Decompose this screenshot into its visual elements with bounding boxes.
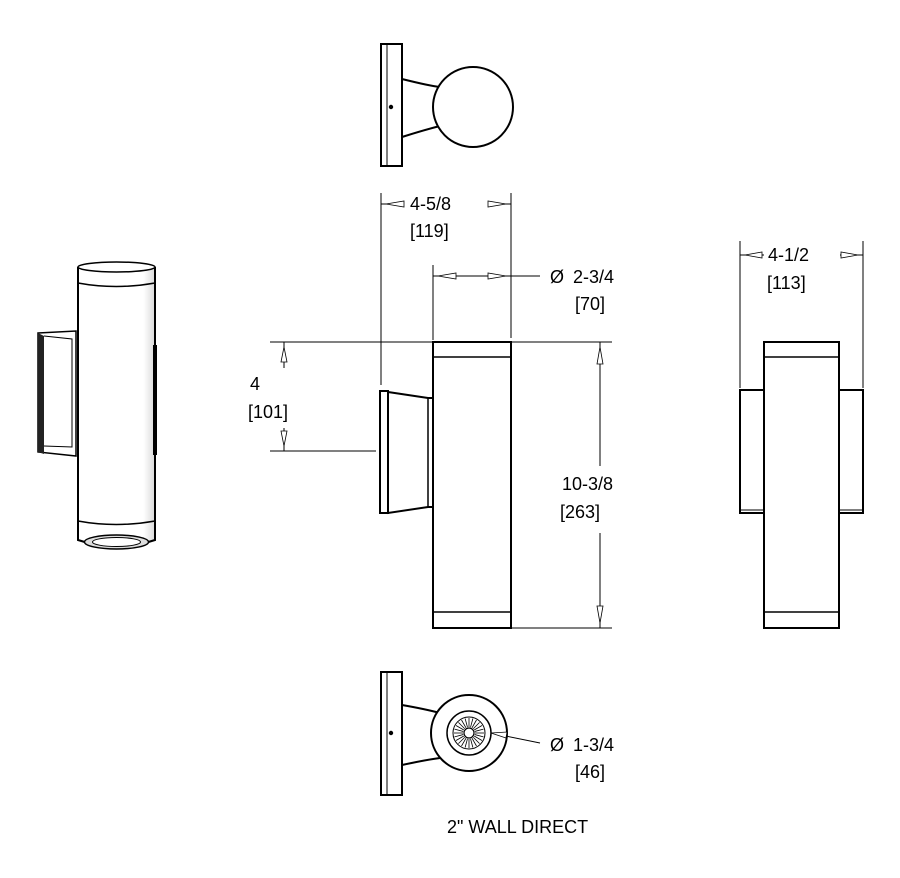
drawing-caption: 2" WALL DIRECT [447,817,588,837]
back-view-body [763,341,840,629]
arrow-right [487,272,507,280]
dim-overall-height: 10-3/8 [263] [511,341,613,629]
bottom-view [380,671,508,796]
arrow-left [744,251,763,259]
perspective-view [37,261,157,550]
lens-fin [464,738,468,748]
bottom-view-screw [388,730,394,736]
arrow-left [385,200,405,208]
arrow-down [280,430,288,447]
dim-arm-metric: [119] [410,221,449,241]
lens-fin [455,735,465,741]
dim-height-imperial: 10-3/8 [562,474,613,494]
dim-plate-height: 4 [101] [248,341,433,452]
dim-arm-projection: 4-5/8 [119] [380,193,512,385]
bottom-cap-band [77,520,156,526]
top-cap-band [77,267,156,288]
bottom-lens-inner [92,537,141,547]
side-view [379,341,512,629]
dim-lens-diameter: Ø 1-3/4 [46] [490,731,614,782]
lens-fin [474,728,484,732]
bracket-edge [38,333,44,454]
back-view [739,341,864,629]
lens-fin [454,734,464,738]
lens-fin [472,722,480,730]
side-view-wall-plate [379,390,389,514]
cylinder-body [77,267,156,548]
arrow-left [437,272,457,280]
lens-fin [458,736,466,744]
dim-width-metric: [113] [767,273,806,293]
top-view-cylinder [432,66,514,148]
diameter-symbol: Ø [550,735,564,755]
lens-fin [471,719,477,729]
dim-body-metric: [70] [575,294,605,314]
arrow-lens [490,731,508,739]
dim-overall-width: 4-1/2 [113] [739,241,864,388]
lens-fin [470,738,474,748]
bottom-view-lens-center [463,727,475,739]
lens-fin [461,719,467,729]
lens-fin [473,725,483,731]
bottom-view-lens-fins [454,718,484,748]
arrow-right [487,200,507,208]
top-view-screw [388,104,394,110]
lens-fin [472,736,480,744]
dim-arm-imperial: 4-5/8 [410,194,451,214]
lens-fin [471,737,477,747]
dim-body-diameter: Ø 2-3/4 [70] [432,265,614,340]
arrow-down [596,605,604,624]
lens-fin [454,728,464,732]
dim-plate-metric: [101] [248,402,288,422]
dim-lens-metric: [46] [575,762,605,782]
side-view-body [432,341,512,629]
arrow-up [280,346,288,363]
lens-fin [461,737,467,747]
dim-body-imperial: 2-3/4 [573,267,614,287]
dim-plate-imperial: 4 [250,374,260,394]
lens-fin [458,722,466,730]
dim-height-metric: [263] [560,502,600,522]
lens-fin [474,734,484,738]
dim-width-imperial: 4-1/2 [768,245,809,265]
lens-fin [455,725,465,731]
diameter-symbol: Ø [550,267,564,287]
lens-fin [464,718,468,728]
lens-fin [473,735,483,741]
dim-lens-imperial: 1-3/4 [573,735,614,755]
bracket-inner [43,335,73,448]
arrow-up [596,346,604,365]
lens-fin [470,718,474,728]
top-cap-ellipse [77,261,156,273]
arrow-right [840,251,859,259]
top-view [380,43,514,167]
